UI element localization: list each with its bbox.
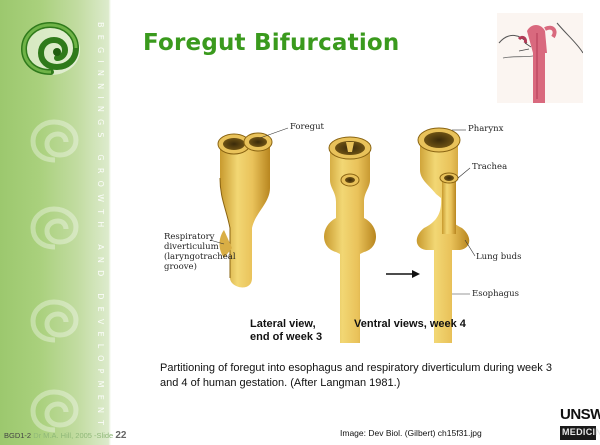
footer-author: Dr M.A. Hill, 2005 -Slide [33, 431, 113, 440]
ventral-view-right-drawing [417, 128, 470, 343]
shell-watermark-icon [30, 298, 80, 344]
foregut-diagram [160, 118, 540, 348]
label-esophagus: Esophagus [472, 289, 519, 299]
shell-watermark-icon [30, 388, 80, 434]
label-lung-buds: Lung buds [476, 252, 521, 262]
slide-title: Foregut Bifurcation [143, 30, 400, 56]
label-groove: groove) [164, 262, 197, 272]
sidebar-vertical-text: BEGINNINGS GROWTH AND DEVELOPMENT [91, 22, 105, 322]
label-diverticulum: diverticulum [164, 242, 219, 252]
lateral-view-drawing [218, 133, 272, 287]
unsw-medicine-logo: UNSW MEDICINE [560, 406, 596, 440]
label-respiratory: Respiratory [164, 232, 214, 242]
caption-lateral-line1: Lateral view, [250, 318, 316, 331]
sidebar: BEGINNINGS GROWTH AND DEVELOPMENT [0, 0, 111, 445]
logo-unsw-text: UNSW [560, 406, 600, 423]
label-pharynx: Pharynx [468, 124, 503, 134]
caption-ventral: Ventral views, week 4 [354, 318, 466, 331]
footer-slide-number: 22 [115, 430, 126, 441]
anatomy-thumbnail [497, 13, 583, 103]
image-credit: Image: Dev Biol. (Gilbert) ch15f31.jpg [340, 428, 482, 438]
label-foregut: Foregut [290, 122, 324, 132]
figure-description: Partitioning of foregut into esophagus a… [160, 361, 560, 391]
shell-watermark-icon [30, 205, 80, 251]
caption-lateral-line2: end of week 3 [250, 331, 322, 344]
label-trachea: Trachea [472, 162, 507, 172]
foregut-figure: Foregut Pharynx Trachea Respiratory dive… [160, 118, 540, 348]
ventral-view-middle-drawing [324, 137, 376, 343]
footer-course: BGD1-2 [4, 431, 31, 440]
logo-medicine-text: MEDICINE [562, 427, 600, 437]
slide-footer: BGD1-2 Dr M.A. Hill, 2005 -Slide 22 [4, 430, 126, 441]
shell-logo-icon [20, 20, 82, 78]
progression-arrow [386, 270, 420, 278]
shell-watermark-icon [30, 118, 80, 164]
label-laryngotracheal: (laryngotracheal [164, 252, 236, 262]
